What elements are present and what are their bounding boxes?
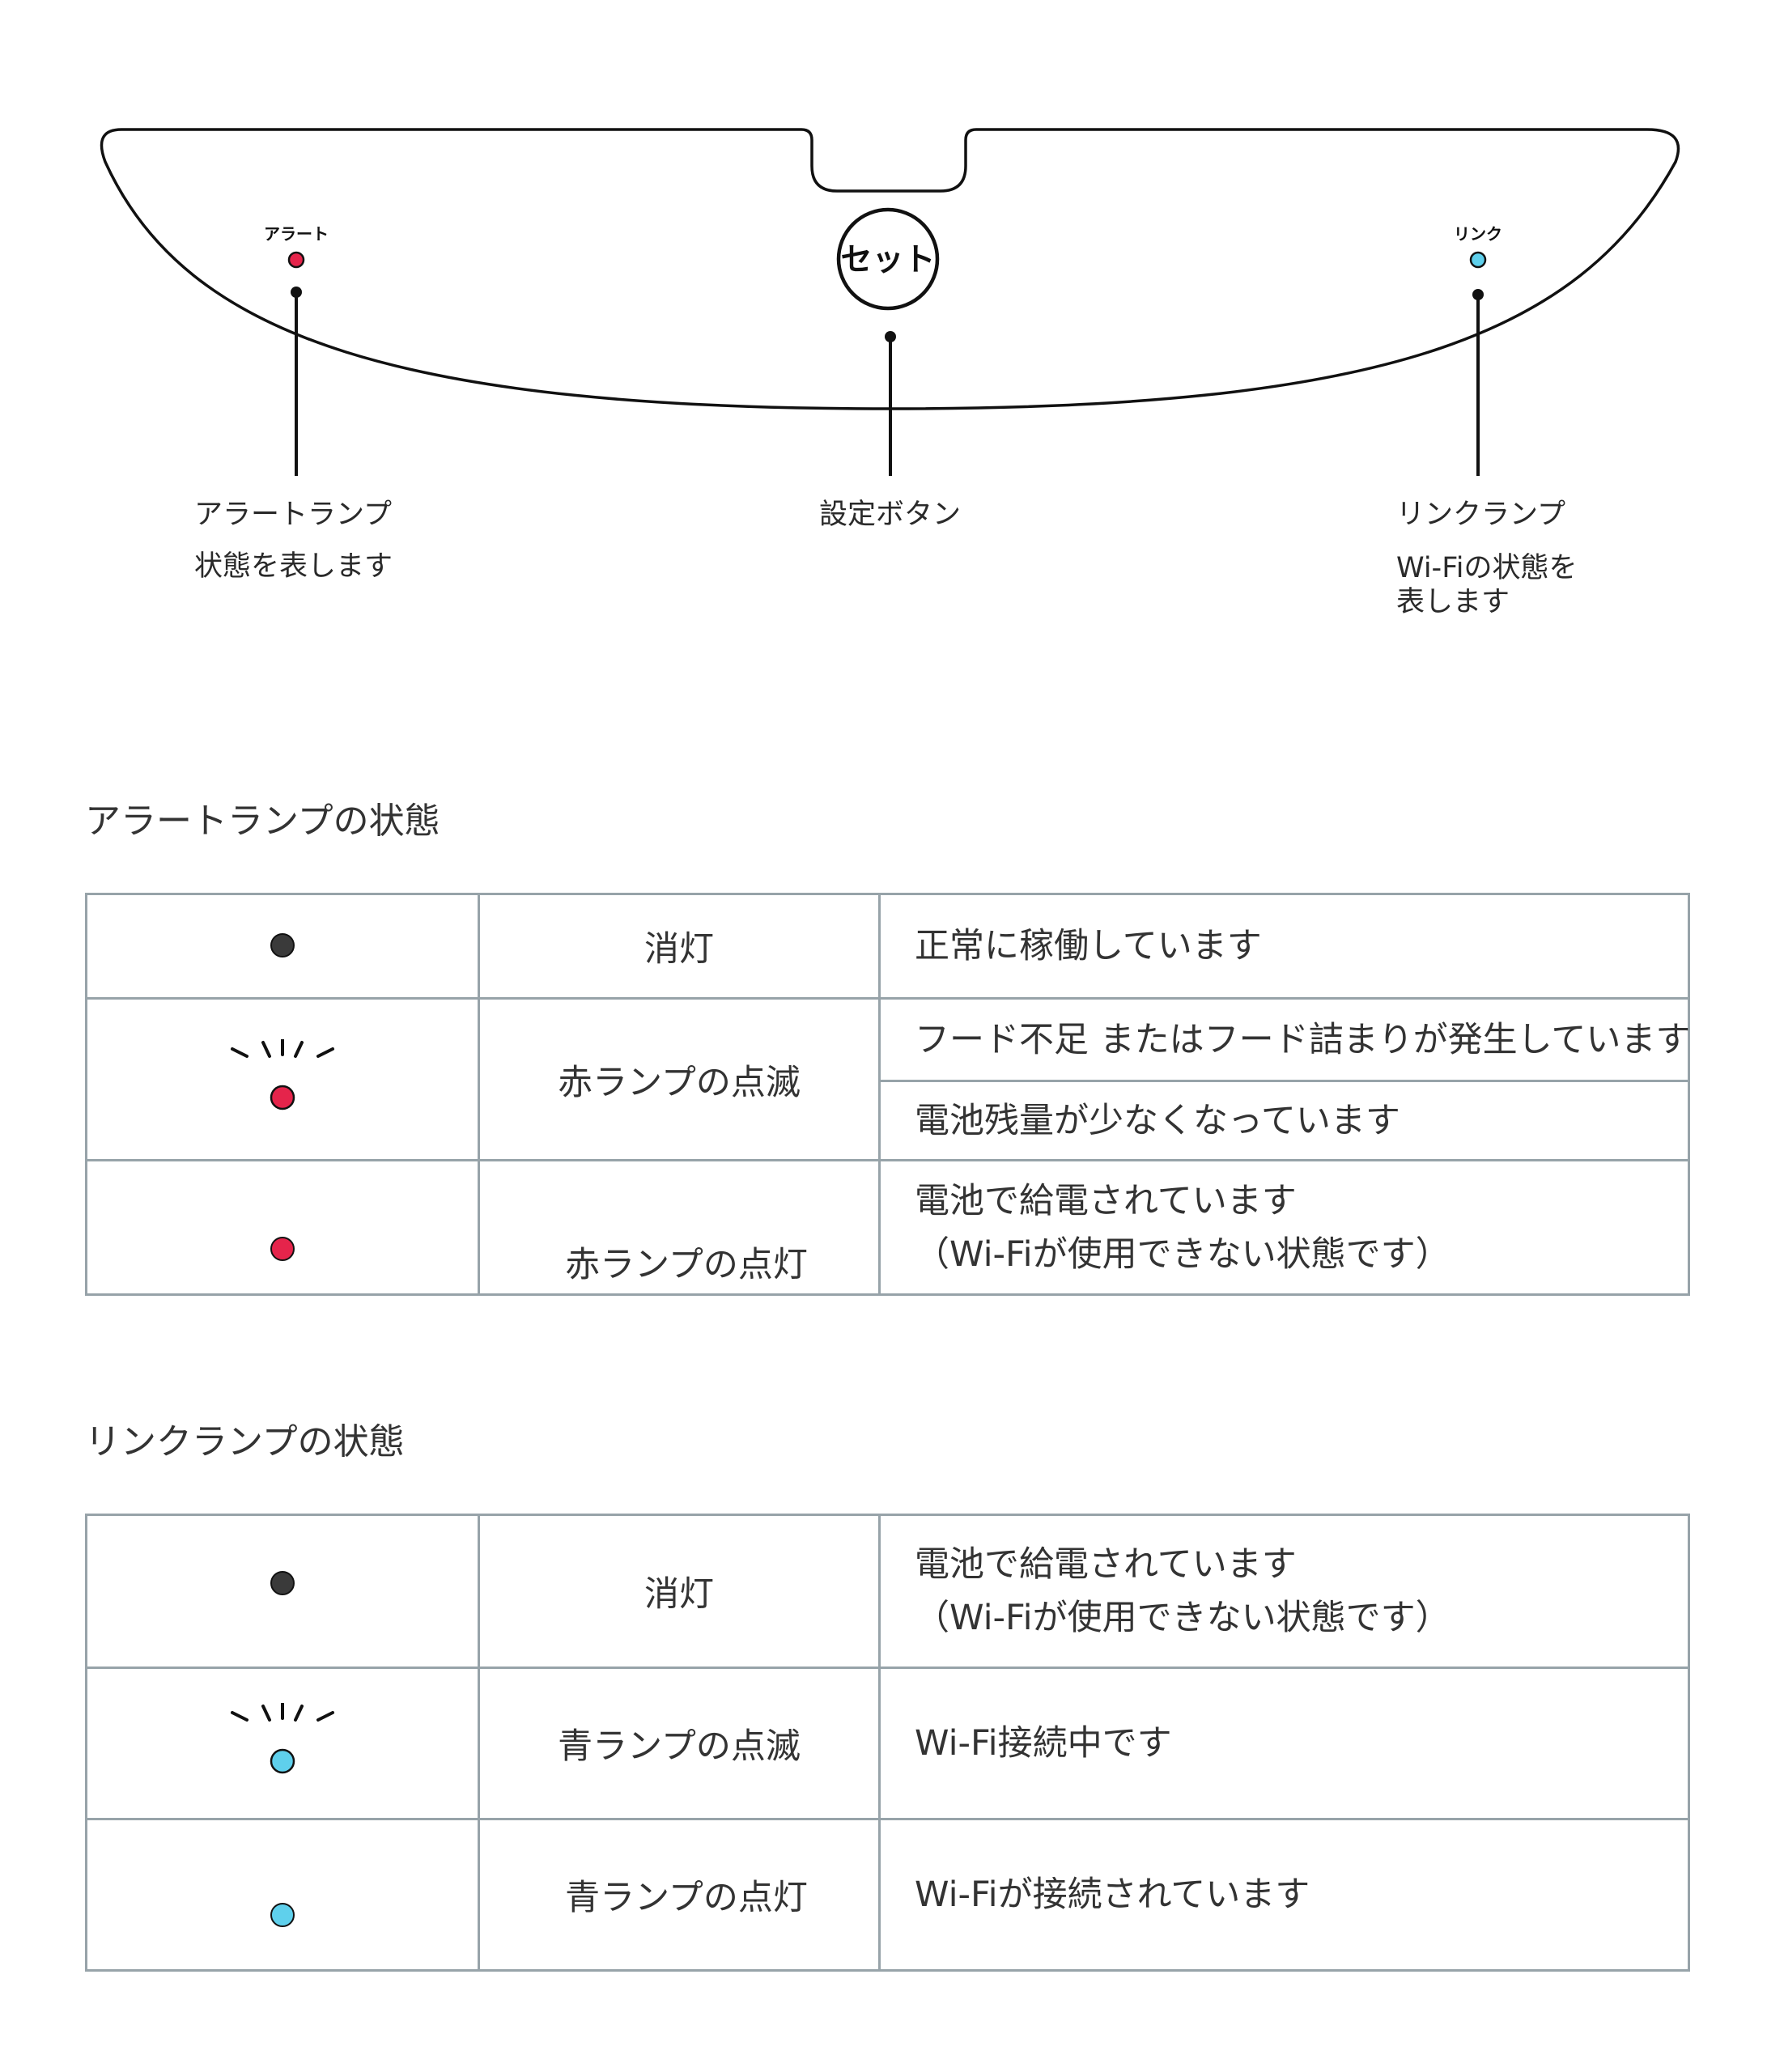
table-row: 青ランプの点滅 Wi-Fi接続中です (85, 1667, 1690, 1820)
set-button-label: セット (840, 242, 935, 278)
alert-callout-desc: 状態を表します (194, 550, 393, 583)
desc-line: フード不足 またはフード詰まりが発生しています (915, 1019, 1691, 1060)
desc-cell: 正常に稼働しています (878, 893, 1690, 1000)
panel-alert-label: アラート (264, 224, 329, 244)
state-cell: 青ランプの点灯 (478, 1818, 881, 1972)
alert-callout-title: アラートランプ (194, 499, 392, 531)
table-row: 赤ランプの点滅 フード不足 またはフード詰まりが発生しています (85, 997, 1691, 1161)
desc-cell: Wi-Fiが接続されています (878, 1818, 1690, 1972)
desc-line: （Wi-Fiが使用できない状態です） (915, 1233, 1451, 1275)
blue-lamp-blinking-icon (85, 1667, 480, 1820)
panel-outline (100, 128, 1680, 410)
link-section-title: リンクランプの状態 (85, 1421, 405, 1463)
red-lamp-blinking-icon (85, 997, 480, 1161)
state-cell: 青ランプの点滅 (478, 1667, 881, 1820)
link-status-table: 消灯 電池で給電されています （Wi-Fiが使用できない状態です） 青ランプの点… (85, 1514, 1690, 1972)
desc-line: 電池残量が少なくなっています (915, 1100, 1400, 1141)
panel-link-label: リンク (1454, 224, 1502, 244)
desc-line: Wi-Fi接続中です (915, 1723, 1172, 1764)
set-button (836, 207, 940, 311)
set-callout-title: 設定ボタン (819, 499, 962, 531)
desc-line: 電池で給電されています (915, 1180, 1297, 1221)
table-row: 消灯 電池で給電されています （Wi-Fiが使用できない状態です） (85, 1514, 1690, 1669)
alert-section-title: アラートランプの状態 (85, 800, 440, 842)
state-cell: 消灯 (478, 1514, 881, 1669)
state-cell: 消灯 (478, 893, 881, 1000)
link-callout-title: リンクランプ (1396, 499, 1565, 531)
table-row: 消灯 正常に稼働しています (85, 893, 1690, 1000)
lamp-off-icon (85, 1514, 480, 1669)
link-callout-desc-line2: 表します (1396, 586, 1510, 618)
alert-lamp (287, 251, 305, 269)
link-callout-desc-line1: Wi-Fiの状態を (1396, 552, 1578, 584)
state-cell: 赤ランプの点滅 (478, 997, 881, 1161)
desc-cell: 電池で給電されています （Wi-Fiが使用できない状態です） (878, 1514, 1690, 1669)
desc-cell: 電池で給電されています （Wi-Fiが使用できない状態です） (878, 1159, 1690, 1296)
desc-line: Wi-Fiが接続されています (915, 1875, 1310, 1915)
desc-cell: 電池残量が少なくなっています (878, 1080, 1690, 1161)
alert-status-table: 消灯 正常に稼働しています 赤ランプの点滅 フード不足 またはフード詰まりが発生… (85, 893, 1690, 1296)
table-row: 青ランプの点灯 Wi-Fiが接続されています (85, 1818, 1690, 1972)
table-row: 赤ランプの点灯 電池で給電されています （Wi-Fiが使用できない状態です） (85, 1159, 1690, 1296)
desc-cell: Wi-Fi接続中です (878, 1667, 1690, 1820)
table-row: 電池残量が少なくなっています (87, 1080, 1690, 1161)
blue-lamp-on-icon (85, 1818, 480, 1972)
device-panel-diagram: アラート セット リンク (100, 128, 1680, 476)
desc-line: （Wi-Fiが使用できない状態です） (915, 1598, 1451, 1638)
desc-cell: フード不足 またはフード詰まりが発生しています (878, 997, 1691, 1082)
lamp-off-icon (85, 893, 480, 1000)
desc-line: 正常に稼働しています (915, 926, 1262, 966)
state-cell: 赤ランプの点灯 (478, 1159, 881, 1296)
link-lamp (1469, 251, 1487, 269)
red-lamp-on-icon (85, 1159, 480, 1296)
desc-line: 電池で給電されています (915, 1544, 1297, 1585)
